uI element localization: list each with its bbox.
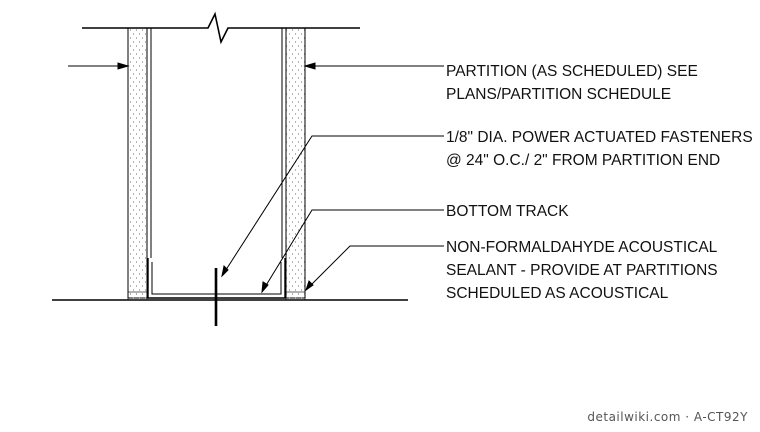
dimension-line xyxy=(68,62,444,70)
sealant-callout-line-3: SCHEDULED AS ACOUSTICAL xyxy=(446,285,669,302)
partition-callout-line-1: PARTITION (AS SCHEDULED) SEE xyxy=(446,63,698,80)
sealant-callout-line-1: NON-FORMALDAHYDE ACOUSTICAL xyxy=(446,239,718,256)
sealant-leader xyxy=(305,245,444,291)
fasteners-callout: 1/8" DIA. POWER ACTUATED FASTENERS @ 24"… xyxy=(446,126,753,172)
bottom-track-callout-line-1: BOTTOM TRACK xyxy=(446,203,569,220)
partition-callout: PARTITION (AS SCHEDULED) SEE PLANS/PARTI… xyxy=(446,60,698,106)
left-gypsum-board xyxy=(127,27,148,299)
fastener-leader xyxy=(221,135,444,277)
fasteners-callout-line-1: 1/8" DIA. POWER ACTUATED FASTENERS xyxy=(446,129,753,146)
fasteners-callout-line-2: @ 24" O.C./ 2" FROM PARTITION END xyxy=(446,152,721,169)
bottom-track-leader xyxy=(261,209,444,293)
watermark: detailwiki.com · A-CT92Y xyxy=(587,410,748,424)
bottom-track-callout: BOTTOM TRACK xyxy=(446,200,569,223)
right-gypsum-board xyxy=(285,27,306,299)
partition-callout-line-2: PLANS/PARTITION SCHEDULE xyxy=(446,86,672,103)
sealant-callout: NON-FORMALDAHYDE ACOUSTICAL SEALANT - PR… xyxy=(446,236,718,305)
sealant-callout-line-2: SEALANT - PROVIDE AT PARTITIONS xyxy=(446,262,718,279)
break-line xyxy=(82,11,360,45)
